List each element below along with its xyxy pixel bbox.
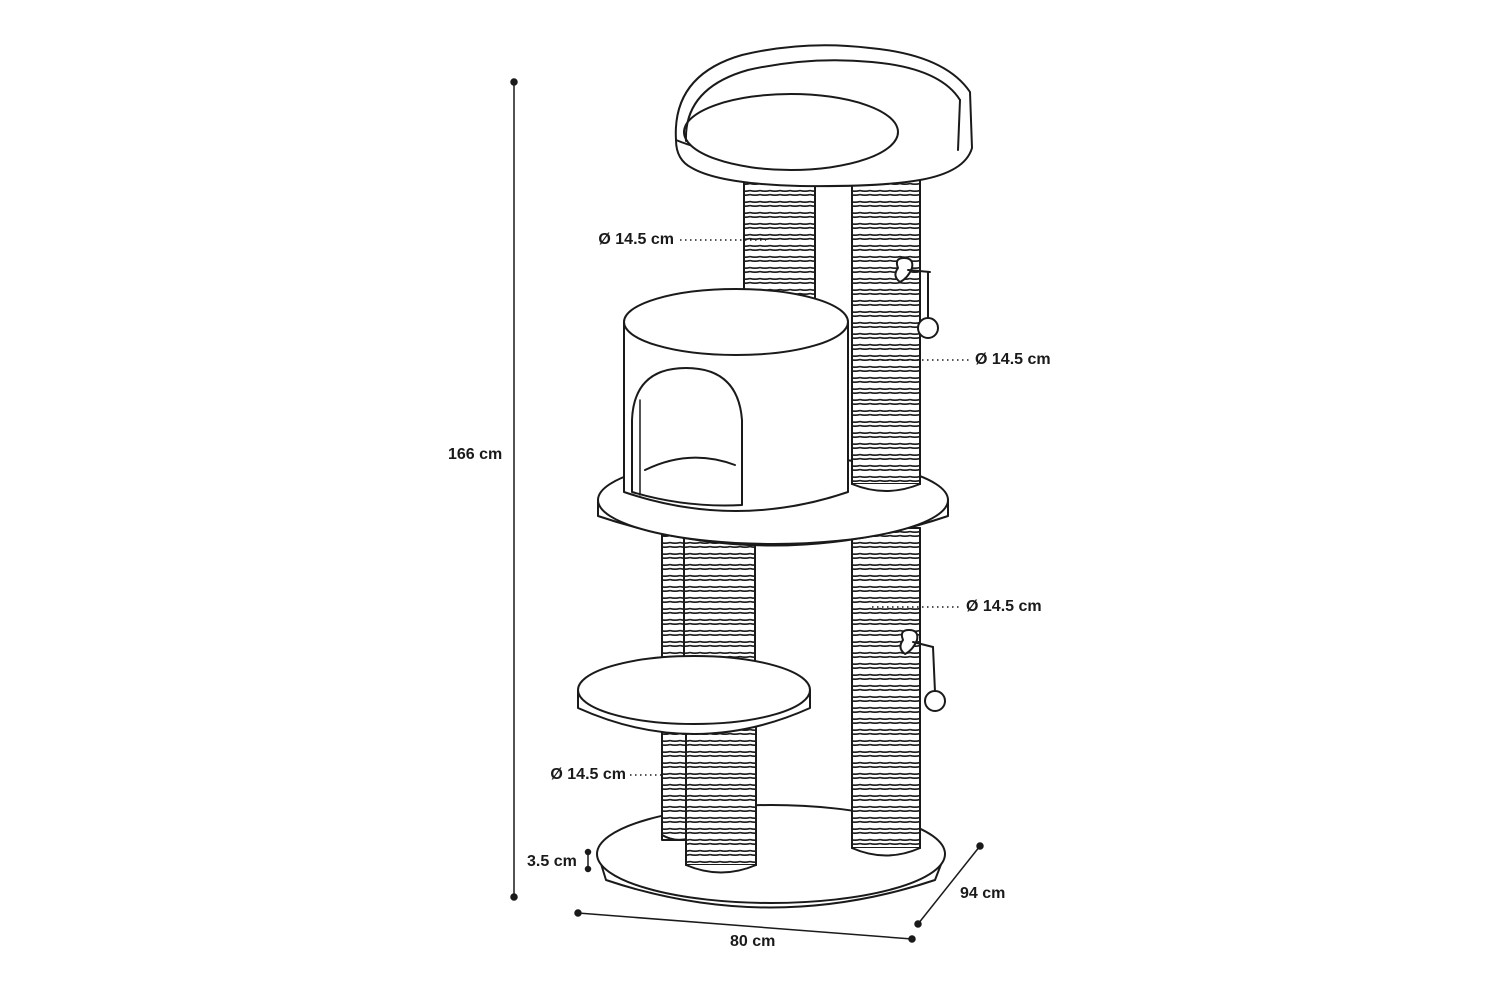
top-left-diameter-label: Ø 14.5 cm [598, 231, 674, 248]
height-label: 166 cm [448, 446, 503, 463]
top-right-diameter-label: Ø 14.5 cm [975, 351, 1051, 368]
condo-house [623, 288, 849, 512]
upper-hanging-toy [894, 257, 939, 339]
width-label: 80 cm [730, 933, 776, 950]
bottom-left-diameter-label: Ø 14.5 cm [550, 766, 626, 783]
base-thickness-label: 3.5 cm [527, 853, 577, 870]
lower-hanging-toy [899, 629, 946, 712]
right-lower-post [851, 527, 921, 857]
depth-label: 94 cm [960, 885, 1006, 902]
depth-dimension-line [917, 845, 981, 925]
small-platform [577, 655, 811, 735]
top-bed [674, 44, 973, 188]
middle-right-diameter-label: Ø 14.5 cm [966, 598, 1042, 615]
bottom-left-front-post [685, 724, 757, 874]
width-dimension-line [577, 912, 913, 940]
right-upper-post [851, 173, 921, 492]
